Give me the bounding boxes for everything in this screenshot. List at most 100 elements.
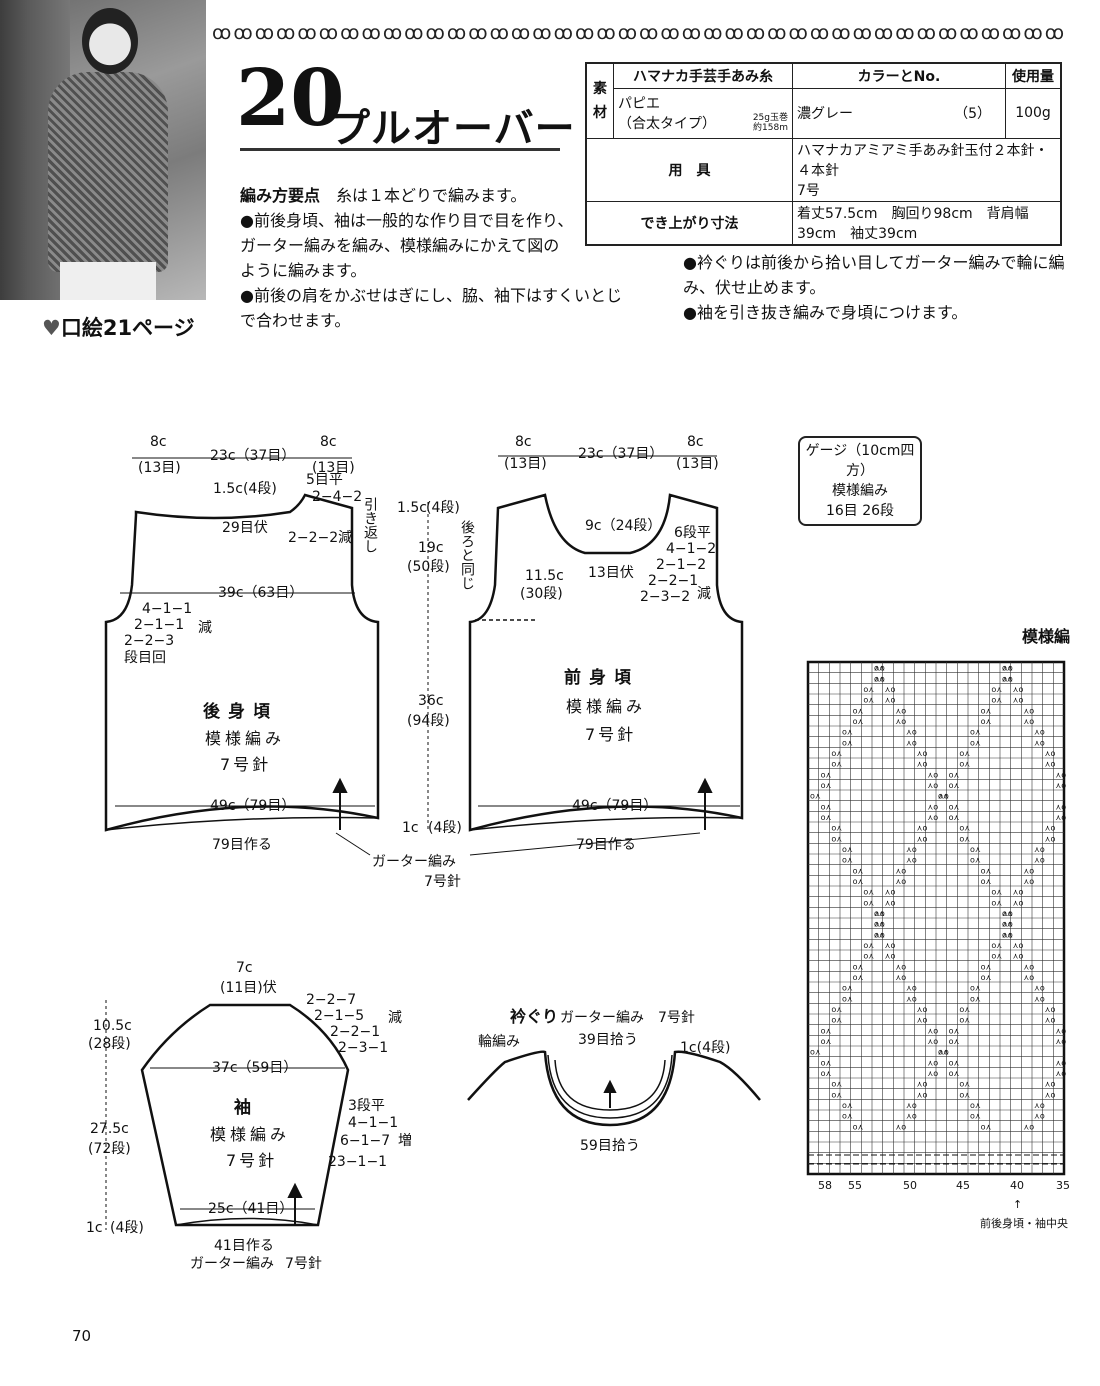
svg-text:36c: 36c: [418, 693, 444, 709]
chart-symbol: ⋏o: [1045, 1005, 1056, 1014]
chart-symbol: ⋏o: [895, 973, 906, 982]
chart-symbol: ⋏o: [885, 696, 896, 705]
photo-reference: ♥口絵21ページ: [42, 316, 195, 340]
chart-symbol: o⋏: [853, 1122, 864, 1131]
chart-symbol: ⋏o: [906, 1112, 917, 1121]
chart-symbol: ⋏o: [1055, 1069, 1066, 1078]
chart-symbol: o⋏: [821, 1058, 832, 1067]
neckband-arrow: [603, 1079, 617, 1093]
chart-symbol: o⋏: [970, 984, 981, 993]
chart-symbol: o⋏: [842, 1101, 853, 1110]
chart-symbol: ⋏o: [1023, 1122, 1034, 1131]
svg-text:39c（63目）: 39c（63目）: [218, 585, 303, 601]
title-underline: [240, 148, 560, 151]
chart-symbol: o⋏: [938, 1048, 949, 1057]
chart-symbol: ⋏o: [1002, 930, 1013, 939]
svg-text:2−3−1: 2−3−1: [338, 1040, 388, 1056]
chart-symbol: ⋏o: [927, 770, 938, 779]
chart-symbol: ⋏o: [1013, 898, 1024, 907]
yarn-name: パピエ: [618, 96, 660, 112]
chart-symbol: o⋏: [821, 770, 832, 779]
chart-symbol: ⋏o: [1045, 1090, 1056, 1099]
chart-symbol: o⋏: [842, 856, 853, 865]
svg-text:(13目): (13目): [676, 456, 719, 472]
yarn-ball-info: 25g玉巻約158m: [752, 113, 788, 133]
chart-symbol: ⋏o: [1023, 973, 1034, 982]
materials-table: 素材 ハマナカ手芸手あみ糸 カラーとNo. 使用量 パピエ （合太タイプ） 25…: [585, 62, 1062, 246]
chart-symbol: ⋏o: [1023, 877, 1034, 886]
chart-symbol: ⋏o: [1013, 685, 1024, 694]
chart-symbol: ⋏o: [1045, 1080, 1056, 1089]
chart-symbol: o⋏: [863, 888, 874, 897]
back-turn-back-label: 引き返し: [362, 497, 378, 553]
chart-symbol: o⋏: [959, 824, 970, 833]
chart-symbol: ⋏o: [927, 781, 938, 790]
header-ornament: ꝏꝏꝏꝏꝏꝏꝏꝏꝏꝏꝏꝏꝏꝏꝏꝏꝏꝏꝏꝏꝏꝏꝏꝏꝏꝏꝏꝏꝏꝏꝏꝏꝏꝏꝏꝏꝏꝏꝏꝏ…: [212, 22, 1067, 44]
chart-symbol: ⋏o: [917, 824, 928, 833]
chart-symbol: o⋏: [863, 898, 874, 907]
yarn-cell: パピエ （合太タイプ） 25g玉巻約158m: [613, 87, 793, 139]
chart-symbol: o⋏: [842, 738, 853, 747]
svg-text:2−2−2減: 2−2−2減: [288, 529, 352, 546]
chart-symbol: ⋏o: [1055, 781, 1066, 790]
neckband-inner-2: [554, 1059, 666, 1111]
tools-label: 用 具: [585, 137, 793, 202]
svg-text:7号針: 7号針: [424, 874, 461, 890]
chart-symbol: o⋏: [853, 717, 864, 726]
svg-text:(72段): (72段): [88, 1141, 131, 1157]
front-same-as-back-label: 後ろと同じ: [459, 520, 475, 590]
chart-symbol: ⋏o: [1055, 813, 1066, 822]
chart-symbol: o⋏: [970, 856, 981, 865]
chart-symbol: o⋏: [959, 1090, 970, 1099]
chart-symbol: ⋏o: [917, 760, 928, 769]
svg-text:(4段): (4段): [426, 500, 460, 516]
svg-text:79目作る: 79目作る: [576, 837, 636, 853]
chart-symbol: o⋏: [874, 909, 885, 918]
yarn-header: ハマナカ手芸手あみ糸: [613, 62, 793, 89]
front-hem: [469, 816, 743, 831]
chart-symbol: ⋏o: [895, 962, 906, 971]
chart-symbol: o⋏: [959, 749, 970, 758]
svg-text:段目回: 段目回: [124, 650, 166, 666]
svg-text:2−4−2: 2−4−2: [312, 489, 362, 505]
chart-symbol: o⋏: [831, 749, 842, 758]
svg-text:8c: 8c: [320, 434, 337, 450]
chart-symbol: ⋏o: [917, 1090, 928, 1099]
svg-text:後身頃: 後身頃: [203, 701, 278, 722]
chart-symbol: o⋏: [842, 1112, 853, 1121]
chart-symbol: ⋏o: [874, 930, 885, 939]
chart-symbol: ⋏o: [938, 1048, 949, 1057]
chart-symbol: o⋏: [842, 984, 853, 993]
chart-symbol: o⋏: [842, 994, 853, 1003]
model-photo: [0, 0, 206, 300]
svg-text:7号針: 7号針: [285, 1256, 322, 1272]
back-body-outline: [104, 493, 380, 832]
svg-text:1c: 1c: [86, 1220, 103, 1236]
chart-symbol: o⋏: [810, 792, 821, 801]
svg-text:49c（79目）: 49c（79目）: [572, 798, 657, 814]
svg-text:4−1−1: 4−1−1: [142, 601, 192, 617]
svg-text:減: 減: [198, 619, 212, 636]
svg-text:23c（37目）: 23c（37目）: [210, 448, 295, 464]
chart-symbol: ⋏o: [1045, 760, 1056, 769]
chart-symbol: o⋏: [959, 834, 970, 843]
chart-symbol: ⋏o: [1034, 845, 1045, 854]
svg-text:9c（24段）: 9c（24段）: [585, 518, 661, 534]
chart-symbol: o⋏: [842, 845, 853, 854]
chart-symbol: ⋏o: [1034, 1112, 1045, 1121]
yarn-type: （合太タイプ）: [618, 116, 716, 132]
instructions-left: 編み方要点 糸は１本どりで編みます。 ●前後身頃、袖は一般的な作り目で目を作り、…: [240, 186, 622, 330]
chart-tick-label: 45: [956, 1179, 970, 1192]
chart-symbol: ⋏o: [1002, 664, 1013, 673]
color-name: 濃グレー: [797, 106, 853, 122]
svg-text:(4段): (4段): [428, 820, 462, 836]
chart-symbol: ⋏o: [1002, 909, 1013, 918]
chart-symbol: o⋏: [949, 781, 960, 790]
chart-symbol: o⋏: [1002, 664, 1013, 673]
svg-text:1.5c(4段): 1.5c(4段): [213, 481, 277, 497]
svg-text:(4段): (4段): [110, 1220, 144, 1236]
chart-symbol: ⋏o: [1013, 941, 1024, 950]
chart-symbol: o⋏: [831, 834, 842, 843]
svg-text:増: 増: [398, 1133, 412, 1149]
svg-text:模様編み: 模様編み: [566, 697, 646, 716]
